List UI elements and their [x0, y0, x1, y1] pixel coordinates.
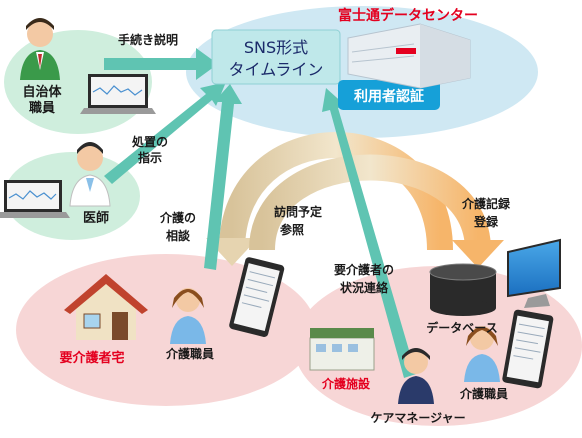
- doctor-laptop-icon: [0, 180, 70, 218]
- sns-timeline-box: [211, 29, 341, 85]
- record-label-2: 登録: [473, 214, 499, 229]
- house-icon: [64, 274, 148, 340]
- tablet-right-icon: [502, 309, 554, 389]
- explain-label: 手続き説明: [118, 32, 178, 47]
- record-label-1: 介護記録: [461, 196, 511, 211]
- facility-label: 介護施設: [321, 376, 371, 391]
- datacenter-building-icon: [347, 23, 471, 89]
- auth-label: 利用者認証: [354, 88, 424, 105]
- instruct-arrow: [104, 82, 226, 184]
- explain-arrow: [104, 48, 218, 80]
- auth-badge: [338, 80, 440, 110]
- caregiver-left-icon: [170, 288, 206, 344]
- facility-ellipse: [294, 266, 582, 426]
- sns-label-line2: タイムライン: [229, 60, 324, 79]
- caregiver-right-icon: [464, 326, 500, 382]
- municipal-staff-icon: [20, 18, 60, 80]
- record-arch: [249, 154, 504, 268]
- visit-label-2: 参照: [280, 222, 304, 237]
- monitor-icon: [507, 238, 561, 308]
- consult-label-2: 相談: [166, 228, 191, 243]
- instruct-label-2: 指示: [138, 150, 162, 165]
- status-arrow: [322, 88, 416, 378]
- instruct-label-1: 処置の: [131, 134, 168, 149]
- database-icon: [429, 263, 497, 316]
- care-manager-icon: [398, 348, 434, 404]
- sns-label-line1: SNS形式: [244, 38, 308, 57]
- database-label: データベース: [426, 320, 497, 335]
- status-label-2: 状況連絡: [340, 280, 389, 295]
- caregiver-right-label: 介護職員: [459, 386, 508, 401]
- caregiver-left-label: 介護職員: [165, 346, 214, 361]
- tablet-left-icon: [229, 257, 285, 337]
- doctor-label: 医師: [83, 210, 109, 226]
- home-label: 要介護者宅: [59, 350, 124, 366]
- municipal-laptop-icon: [80, 74, 156, 114]
- teal-arrows: [104, 48, 416, 378]
- municipal-label-1: 自治体: [22, 84, 62, 100]
- care-manager-label: ケアマネージャー: [370, 411, 465, 425]
- consult-label-1: 介護の: [159, 210, 196, 225]
- facility-building-icon: [309, 328, 375, 371]
- visit-label-1: 訪問予定: [274, 204, 322, 219]
- datacenter-label: 富士通データセンター: [338, 7, 478, 24]
- visit-arch: [206, 132, 453, 266]
- consult-arrow: [204, 84, 242, 270]
- status-label-1: 要介護者の: [334, 262, 394, 277]
- municipal-label-2: 職員: [29, 100, 55, 116]
- doctor-icon: [69, 142, 111, 207]
